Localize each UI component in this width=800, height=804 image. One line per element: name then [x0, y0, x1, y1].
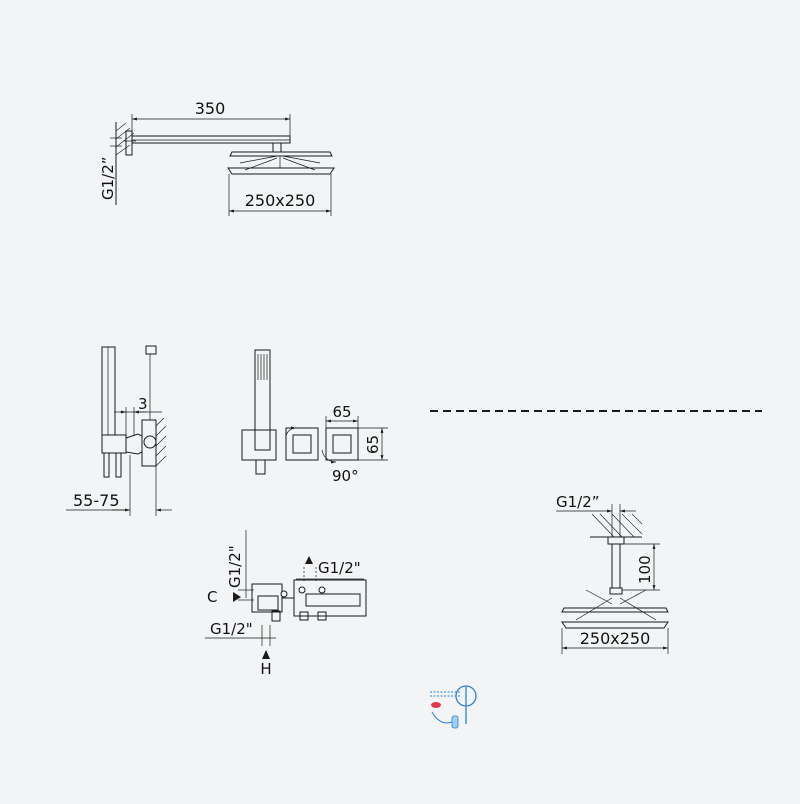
ceiling-thread-label: G1/2” — [556, 493, 600, 511]
mixer-thread-left-label: G1/2" — [226, 545, 244, 588]
ceiling-hatch — [591, 513, 643, 538]
shower-arm — [131, 135, 291, 144]
thread-label: G1/2” — [99, 156, 117, 200]
wall-range-label: 55-75 — [73, 491, 120, 510]
wall-hatch-side — [155, 417, 167, 467]
ceiling-head-upper — [561, 607, 669, 613]
mixer-drawing: G1/2" C G1/2" G1/2" H — [205, 530, 367, 678]
ceiling-head-size-label: 250x250 — [580, 629, 651, 648]
hose-connector — [125, 433, 143, 455]
depth-small-label: 3 — [138, 395, 148, 413]
hot-label: H — [260, 660, 271, 678]
cold-label: C — [207, 588, 217, 606]
head-size-label: 250x250 — [245, 191, 316, 210]
shower-head-upper — [229, 151, 333, 157]
ceiling-flange — [607, 536, 625, 545]
wall-plate-rotate — [285, 427, 319, 461]
ceiling-shower-drawing: G1/2” 100 250x250 — [556, 493, 669, 654]
rotation-label: 90° — [332, 467, 359, 485]
hand-shower-body — [101, 346, 116, 436]
plate-width-label: 65 — [332, 403, 351, 421]
hand-shower-front-body — [254, 349, 271, 451]
hand-shower-front-drawing: 65 65 90° — [241, 349, 388, 485]
shower-head-lower — [227, 167, 335, 175]
mixer-thread-top-label: G1/2" — [318, 559, 361, 577]
wall-flange — [125, 130, 133, 156]
mixer-thread-bottom-label: G1/2" — [210, 620, 253, 638]
ceiling-head-lower — [561, 621, 669, 629]
hand-shower-side-drawing: 3 55-75 — [66, 345, 172, 516]
wall-hatch — [115, 122, 135, 156]
drop-length-label: 100 — [636, 555, 654, 584]
wall-arm-shower-drawing: 350 250x250 G1/2” — [99, 99, 335, 216]
mixer-body — [293, 579, 367, 617]
ceiling-pipe — [611, 543, 621, 589]
holder-front — [241, 429, 277, 461]
shower-system-icon — [430, 685, 477, 729]
wall-plate — [325, 427, 359, 461]
arm-length-label: 350 — [195, 99, 226, 118]
holder-block — [101, 434, 127, 454]
plate-height-label: 65 — [364, 435, 382, 454]
